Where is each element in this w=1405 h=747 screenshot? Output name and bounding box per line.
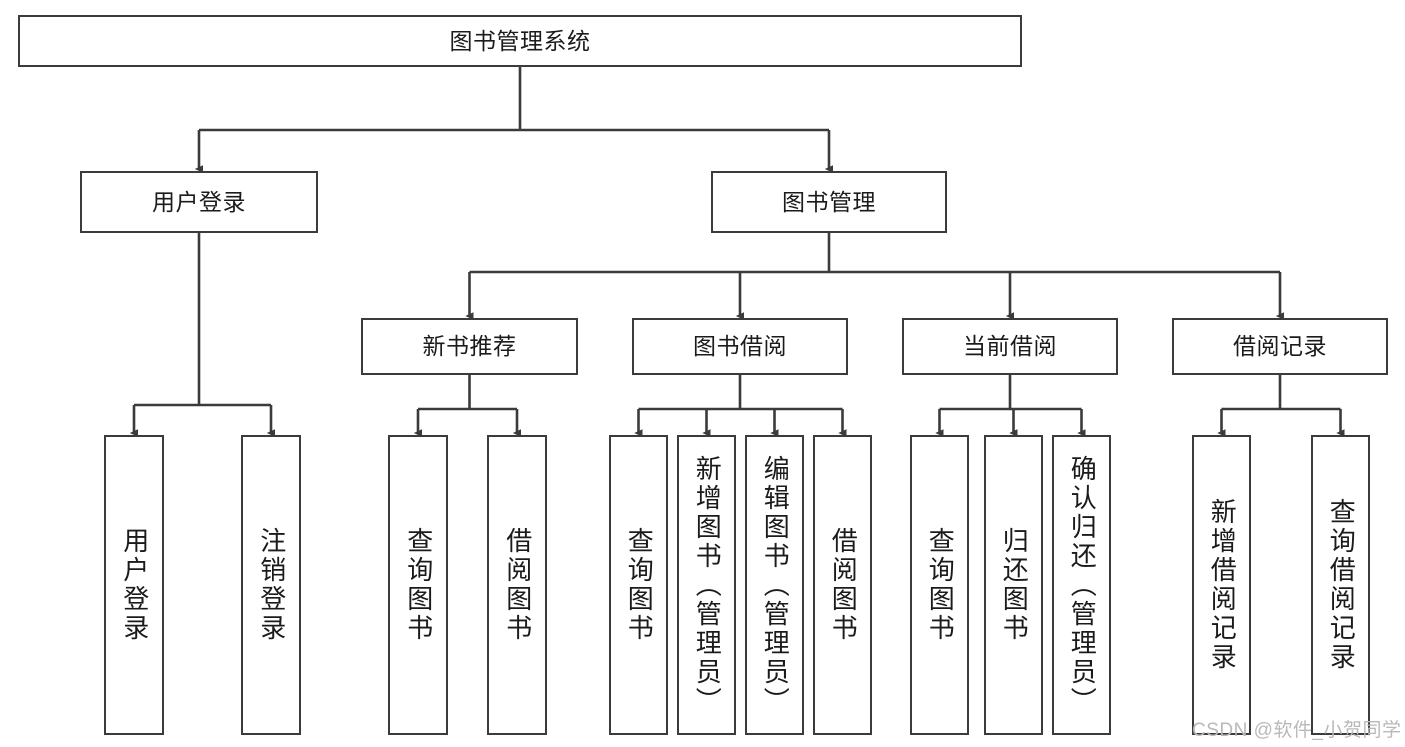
node-label: 图书管理 (782, 188, 876, 215)
node-leaf-add-book-admin[interactable]: 新增图书（管理员） (677, 435, 736, 735)
node-label: 借阅图书 (828, 527, 859, 643)
node-leaf-query-borrow-record[interactable]: 查询借阅记录 (1311, 435, 1370, 735)
node-label: 图书借阅 (693, 333, 787, 360)
node-label: 编辑图书（管理员） (760, 454, 791, 716)
node-leaf-confirm-return-admin[interactable]: 确认归还（管理员） (1052, 435, 1111, 735)
node-book-borrowing[interactable]: 图书借阅 (632, 318, 848, 375)
node-label: 借阅图书 (502, 527, 533, 643)
node-label: 确认归还（管理员） (1067, 454, 1098, 716)
node-label: 查询图书 (925, 527, 956, 643)
node-label: 用户登录 (152, 188, 246, 215)
node-current-borrowing[interactable]: 当前借阅 (902, 318, 1118, 375)
node-leaf-query-book-2[interactable]: 查询图书 (609, 435, 668, 735)
node-leaf-borrow-book-1[interactable]: 借阅图书 (487, 435, 547, 735)
node-leaf-add-borrow-record[interactable]: 新增借阅记录 (1192, 435, 1251, 735)
node-borrowing-records[interactable]: 借阅记录 (1172, 318, 1388, 375)
node-user-login[interactable]: 用户登录 (80, 171, 318, 233)
node-label: 新增图书（管理员） (692, 454, 723, 716)
node-label: 归还图书 (999, 527, 1030, 643)
watermark: CSDN @软件_小贺同学 (1192, 720, 1402, 741)
node-leaf-user-login[interactable]: 用户登录 (104, 435, 164, 735)
node-leaf-return-book[interactable]: 归还图书 (984, 435, 1043, 735)
node-label: 新书推荐 (422, 333, 517, 360)
node-label: 新增借阅记录 (1207, 498, 1238, 672)
node-label: 借阅记录 (1233, 333, 1327, 360)
node-label: 查询借阅记录 (1326, 498, 1357, 672)
node-label: 查询图书 (403, 527, 434, 643)
node-label: 注销登录 (256, 527, 287, 643)
node-leaf-query-book-3[interactable]: 查询图书 (910, 435, 969, 735)
node-label: 用户登录 (119, 527, 150, 643)
node-label: 当前借阅 (963, 333, 1057, 360)
node-leaf-query-book-1[interactable]: 查询图书 (388, 435, 448, 735)
node-root[interactable]: 图书管理系统 (18, 15, 1022, 67)
node-leaf-logout[interactable]: 注销登录 (241, 435, 301, 735)
node-label: 查询图书 (624, 527, 655, 643)
node-book-management[interactable]: 图书管理 (711, 171, 947, 233)
node-leaf-borrow-book-2[interactable]: 借阅图书 (813, 435, 872, 735)
node-label: 图书管理系统 (449, 27, 591, 54)
node-leaf-edit-book-admin[interactable]: 编辑图书（管理员） (745, 435, 804, 735)
node-new-book-recommendation[interactable]: 新书推荐 (361, 318, 578, 375)
